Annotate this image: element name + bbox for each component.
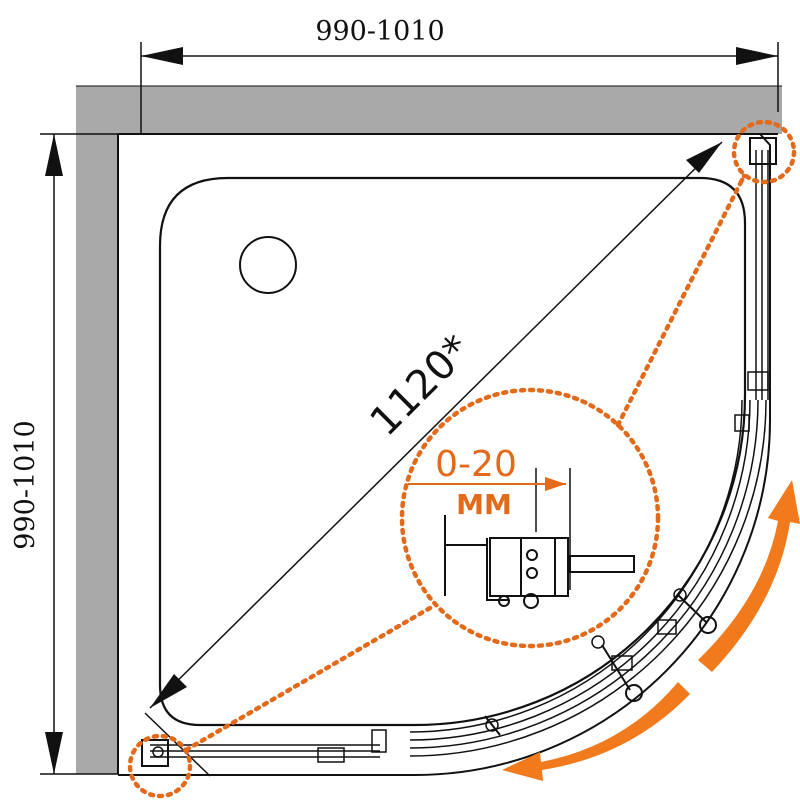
- shower-tray: [118, 133, 771, 776]
- roller-3: [484, 715, 501, 736]
- top-corner-highlight: [731, 119, 797, 185]
- bottom-corner-highlight: [127, 733, 193, 799]
- detail-contents: 0-20 MM: [408, 444, 635, 609]
- top-wall: [76, 86, 782, 134]
- sliding-direction-arrows: [502, 480, 800, 781]
- curved-door-outer: [409, 399, 759, 749]
- tray-outline: [118, 133, 771, 776]
- diagonal-arrow-bottom: [150, 674, 187, 708]
- gap-arrow: [545, 477, 566, 491]
- bottom-corner-profile: [141, 739, 169, 767]
- width-arrow-right: [736, 47, 778, 65]
- roller-1: [673, 588, 717, 634]
- roller-2: [591, 635, 643, 702]
- enclosure-frame: [141, 137, 777, 777]
- upper-slide-arrow: [698, 480, 800, 672]
- diagonal-label: 1120*: [361, 326, 480, 445]
- left-wall: [76, 134, 118, 774]
- top-corner-profile: [749, 137, 777, 165]
- gap-unit: MM: [456, 488, 512, 521]
- door-rollers: [484, 414, 750, 736]
- walls: [76, 85, 782, 774]
- detail-callout: [127, 119, 797, 799]
- diagonal-arrow-top: [686, 142, 722, 173]
- height-arrow-top: [45, 134, 63, 176]
- detail-profile: [489, 537, 569, 597]
- roller-4: [611, 414, 750, 671]
- gap-value: 0-20: [435, 444, 517, 485]
- lower-slide-arrow: [502, 682, 690, 781]
- height-dimension: 990-1010: [10, 133, 118, 775]
- width-arrow-left: [141, 47, 183, 65]
- drain: [239, 236, 297, 294]
- curved-door-mid: [409, 399, 751, 741]
- tray-basin: [158, 176, 747, 727]
- diagonal-dimension: 1120*: [149, 141, 723, 709]
- height-arrow-bottom: [45, 732, 63, 774]
- width-dimension: 990-1010: [140, 16, 779, 134]
- height-label: 990-1010: [10, 420, 41, 549]
- width-label: 990-1010: [315, 16, 444, 47]
- detail-circle: [399, 387, 661, 649]
